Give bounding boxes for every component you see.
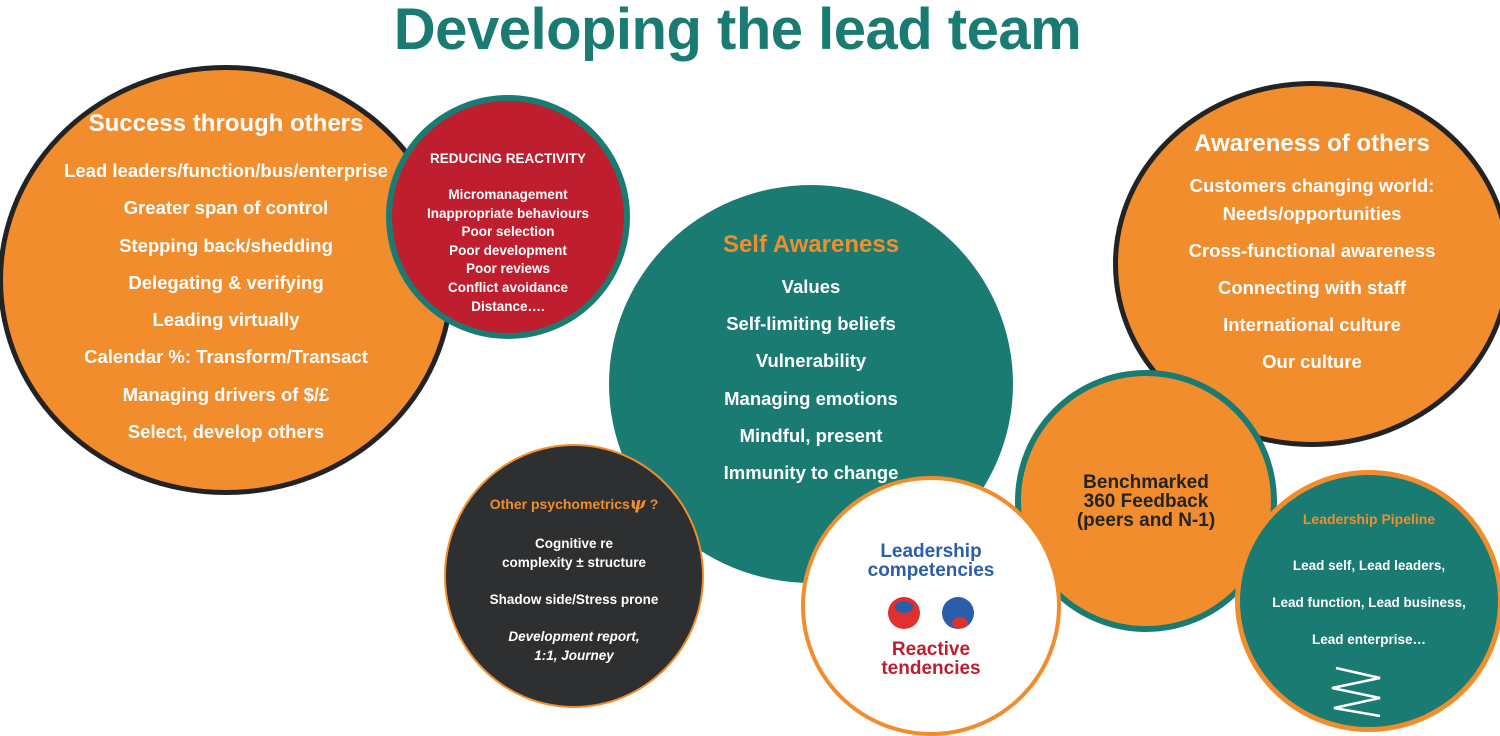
awareness-item: Customers changing world: bbox=[1189, 175, 1435, 196]
self-item: Managing emotions bbox=[724, 387, 898, 409]
competency-dots bbox=[887, 596, 975, 630]
success-item: Stepping back/shedding bbox=[119, 234, 333, 256]
page-title: Developing the lead team bbox=[393, 0, 1082, 62]
pipeline-item: Lead enterprise… bbox=[1311, 632, 1427, 647]
reducing-item: Poor reviews bbox=[465, 261, 551, 277]
success-item: Leading virtually bbox=[152, 309, 300, 331]
zigzag-icon bbox=[1331, 666, 1381, 718]
awareness-item: Our culture bbox=[1262, 351, 1362, 372]
psychometrics-item: Development report, bbox=[508, 629, 640, 644]
blue-red-dot-icon bbox=[942, 597, 974, 629]
benchmarked-360-circle: Benchmarked 360 Feedback (peers and N-1) bbox=[1015, 370, 1277, 632]
awareness-heading: Awareness of others bbox=[1194, 130, 1430, 157]
reducing-item: Conflict avoidance bbox=[447, 279, 569, 295]
self-item: Mindful, present bbox=[739, 424, 883, 446]
psychometrics-item: Cognitive re bbox=[534, 536, 613, 551]
reactive-line: tendencies bbox=[881, 658, 981, 679]
psychometrics-item: 1:1, Journey bbox=[534, 648, 614, 663]
success-item: Managing drivers of $/£ bbox=[122, 383, 330, 405]
pipeline-item: Lead function, Lead business, bbox=[1272, 595, 1466, 610]
reducing-item: Poor selection bbox=[461, 224, 555, 240]
reducing-item: Distance…. bbox=[471, 298, 545, 314]
success-heading: Success through others bbox=[88, 110, 364, 137]
leadership-pipeline-circle: Leadership Pipeline Lead self, Lead lead… bbox=[1235, 470, 1500, 732]
success-item: Select, develop others bbox=[127, 421, 325, 443]
awareness-item: Cross-functional awareness bbox=[1188, 240, 1436, 261]
leadership-competencies-circle: Leadership competencies Reactive tendenc… bbox=[801, 476, 1061, 736]
success-item: Calendar %: Transform/Transact bbox=[84, 346, 368, 368]
competencies-line: competencies bbox=[867, 560, 995, 581]
self-item: Self-limiting beliefs bbox=[726, 313, 896, 335]
success-item: Greater span of control bbox=[123, 197, 329, 219]
self-item: Values bbox=[781, 276, 841, 297]
awareness-item: Connecting with staff bbox=[1217, 277, 1407, 298]
self-item: Vulnerability bbox=[755, 350, 867, 372]
success-item: Delegating & verifying bbox=[128, 271, 324, 293]
self-heading: Self Awareness bbox=[722, 231, 900, 258]
success-item: Lead leaders/function/bus/enterprise bbox=[64, 160, 388, 181]
reducing-item: Inappropriate behaviours bbox=[426, 205, 590, 221]
benchmark-line: Benchmarked bbox=[1083, 471, 1209, 493]
psychometrics-item: Shadow side/Stress prone bbox=[489, 592, 659, 607]
red-blue-dot-icon bbox=[888, 597, 920, 629]
psychometrics-item: complexity ± structure bbox=[502, 555, 646, 570]
reducing-reactivity-circle: REDUCING REACTIVITY Micromanagement Inap… bbox=[386, 95, 630, 339]
benchmark-line: (peers and N-1) bbox=[1076, 509, 1216, 531]
reducing-item: Micromanagement bbox=[448, 187, 568, 202]
awareness-item: International culture bbox=[1223, 314, 1401, 335]
psychometrics-heading: Other psychometricsψ ? bbox=[490, 494, 659, 514]
reactive-line: Reactive bbox=[891, 639, 971, 660]
success-through-others-circle: Success through others Lead leaders/func… bbox=[0, 65, 454, 495]
awareness-item: Needs/opportunities bbox=[1222, 203, 1402, 224]
reducing-item: Poor development bbox=[449, 242, 567, 258]
pipeline-heading: Leadership Pipeline bbox=[1302, 511, 1436, 527]
reducing-heading: REDUCING REACTIVITY bbox=[429, 151, 586, 166]
pipeline-item: Lead self, Lead leaders, bbox=[1292, 558, 1446, 573]
psychometrics-heading-suffix: ? bbox=[645, 496, 659, 512]
psi-symbol: ψ bbox=[629, 494, 646, 514]
self-item: Immunity to change bbox=[723, 462, 899, 484]
benchmark-line: 360 Feedback bbox=[1083, 490, 1209, 512]
competencies-line: Leadership bbox=[880, 541, 982, 562]
psychometrics-heading-text: Other psychometrics bbox=[489, 496, 630, 512]
psychometrics-circle: Other psychometricsψ ? Cognitive re comp… bbox=[444, 444, 704, 708]
